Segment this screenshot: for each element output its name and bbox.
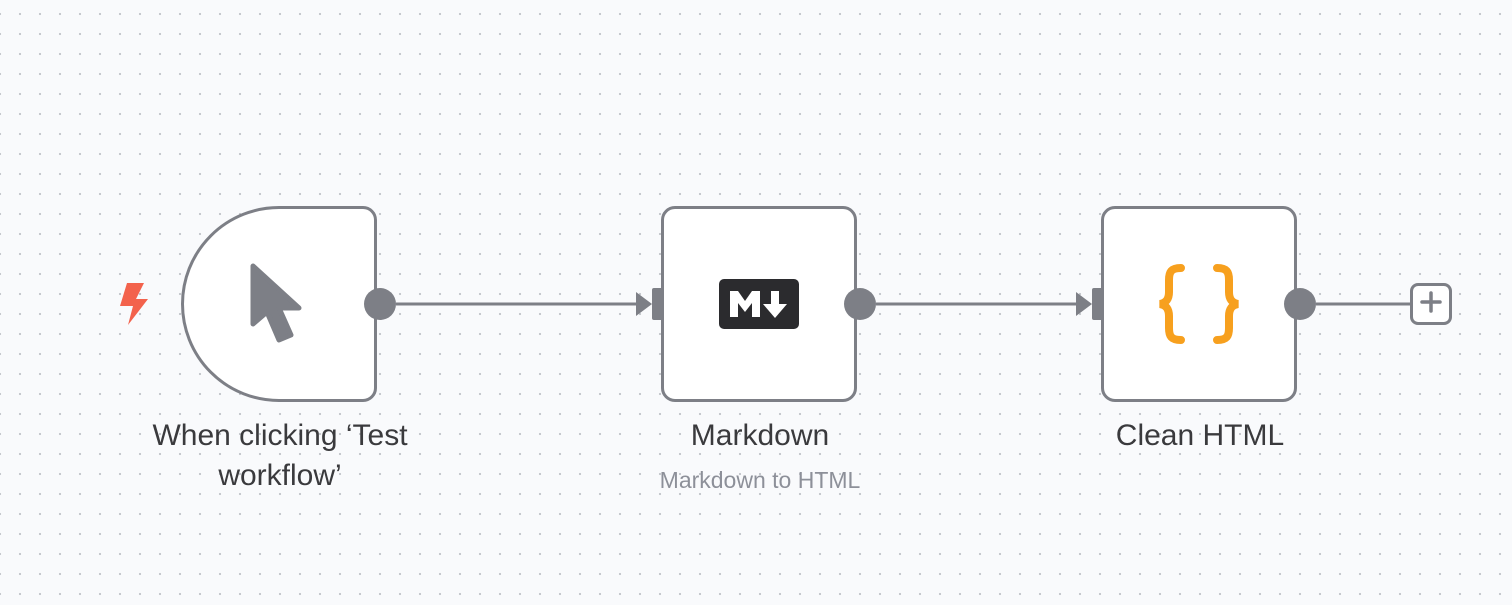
connection-arrowhead	[1076, 292, 1092, 316]
curly-braces-icon	[1157, 262, 1241, 346]
node-clean-html[interactable]	[1101, 206, 1297, 402]
node-subtitle-markdown: Markdown to HTML	[659, 467, 861, 493]
output-handle[interactable]	[1284, 288, 1316, 320]
node-label-trigger: When clicking ‘Test workflow’	[152, 419, 408, 492]
output-handle[interactable]	[364, 288, 396, 320]
markdown-icon	[719, 279, 799, 329]
node-label-clean-html: Clean HTML	[1115, 419, 1285, 452]
add-node-button[interactable]	[1410, 283, 1452, 325]
node-markdown[interactable]	[661, 206, 857, 402]
node-label-markdown: Markdown	[690, 419, 830, 452]
node-manual-trigger[interactable]	[181, 206, 377, 402]
plus-icon	[1420, 290, 1442, 318]
output-handle[interactable]	[844, 288, 876, 320]
cursor-arrow-icon	[249, 262, 309, 346]
lightning-bolt-icon	[114, 282, 150, 331]
connection-arrowhead	[636, 292, 652, 316]
